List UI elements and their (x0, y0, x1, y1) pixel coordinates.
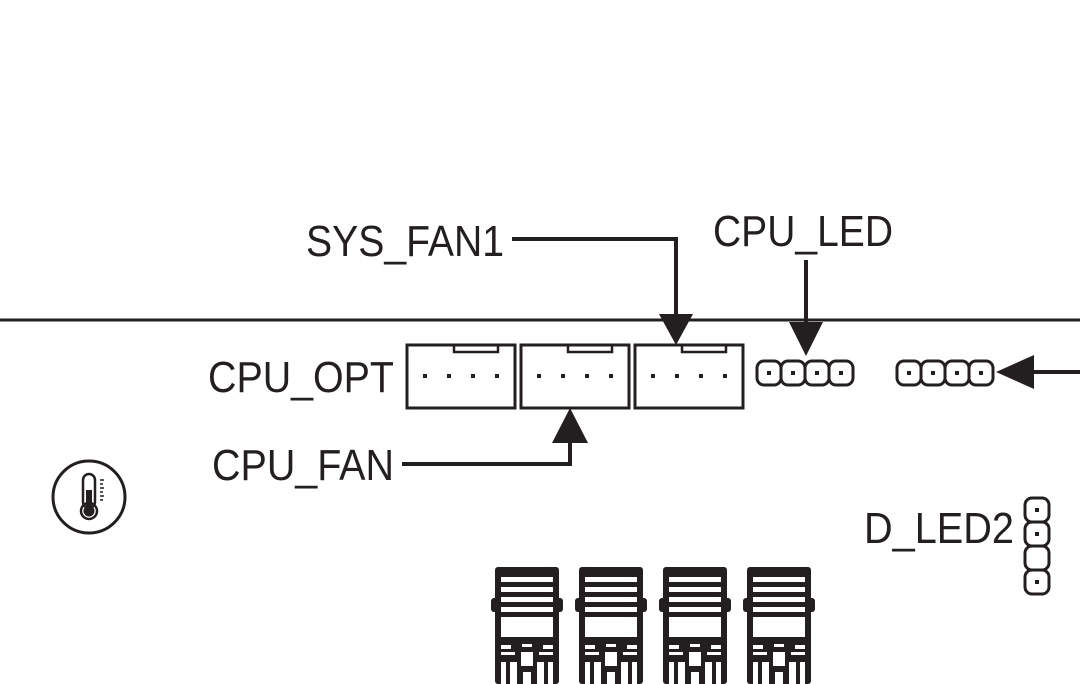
fan-header-cpu-fan (519, 343, 631, 410)
led-header-cpu-led (755, 359, 855, 387)
d-led2-header (1023, 496, 1051, 596)
led-pin (1035, 508, 1039, 512)
fan-headers (405, 343, 745, 410)
led-pin (815, 371, 819, 375)
sata-port (743, 567, 815, 684)
fan-pin (699, 374, 703, 378)
label-cpu-opt: CPU_OPT (208, 353, 394, 402)
fan-pin (447, 374, 451, 378)
thermometer-icon (51, 459, 127, 535)
led-pin (767, 371, 771, 375)
led-headers (755, 359, 995, 387)
led-pin (907, 371, 911, 375)
label-cpu-fan: CPU_FAN (212, 441, 394, 490)
led-pin (839, 371, 843, 375)
led-pin (791, 371, 795, 375)
fan-pin (651, 374, 655, 378)
cpu-led-leader-arrow (789, 260, 823, 356)
fan-pin (423, 374, 427, 378)
label-cpu-led: CPU_LED (713, 207, 893, 256)
led-pin (1035, 580, 1039, 584)
sys-fan1-leader-arrow (512, 237, 693, 345)
fan-pin (585, 374, 589, 378)
fan-pin (537, 374, 541, 378)
fan-pin (495, 374, 499, 378)
label-d-led2: D_LED2 (864, 504, 1014, 553)
sata-port (659, 567, 731, 684)
led-header-unlabeled-led-header (895, 359, 995, 387)
label-sys-fan1: SYS_FAN1 (306, 217, 504, 266)
fan-pin (675, 374, 679, 378)
fan-pin (561, 374, 565, 378)
led-pin (955, 371, 959, 375)
sata-port (575, 567, 647, 684)
sata-port (491, 567, 563, 684)
led-header-leader-arrow (996, 355, 1080, 389)
led-pin (979, 371, 983, 375)
fan-pin (471, 374, 475, 378)
fan-pin (723, 374, 727, 378)
fan-header-cpu-opt (405, 343, 517, 410)
fan-header-sys-fan1 (633, 343, 745, 410)
fan-pin (609, 374, 613, 378)
cpu-fan-leader-arrow (402, 408, 588, 466)
sata-ports (491, 567, 815, 684)
led-pin (1035, 532, 1039, 536)
led-pin (931, 371, 935, 375)
